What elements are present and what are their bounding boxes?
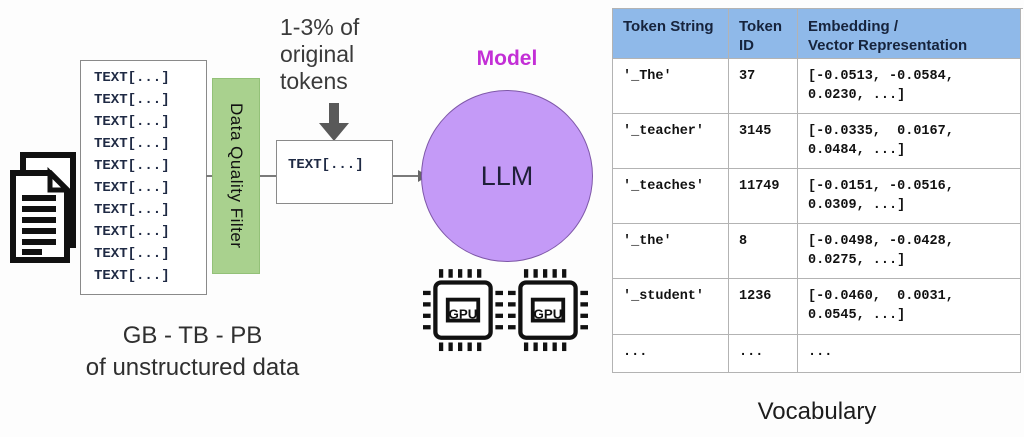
down-arrow-icon (319, 103, 349, 141)
table-cell-id: ... (729, 335, 798, 373)
table-cell-embedding: ... (798, 335, 1021, 373)
gpu-chip-icon: GPU (508, 269, 588, 352)
table-cell-id: 1236 (729, 279, 798, 335)
connector-line (206, 175, 213, 177)
gpu-chip-icon: GPU (423, 269, 503, 352)
raw-text-line: TEXT[...] (94, 114, 170, 130)
reduction-note: 1-3% of original tokens (280, 14, 360, 95)
raw-text-box: TEXT[...] TEXT[...] TEXT[...] TEXT[...] … (80, 60, 207, 295)
gpu-label: GPU (449, 306, 478, 321)
table-cell-token: '_teaches' (613, 169, 729, 224)
documents-icon (10, 152, 76, 263)
table-cell-embedding: [-0.0498, -0.0428, 0.0275, ...] (798, 224, 1021, 279)
model-label: Model (476, 47, 538, 70)
table-cell-embedding: [-0.0513, -0.0584, 0.0230, ...] (798, 59, 1021, 114)
filtered-text-box: TEXT[...] (276, 140, 393, 204)
table-cell-token: '_student' (613, 279, 729, 335)
table-cell-id: 3145 (729, 114, 798, 169)
raw-text-line: TEXT[...] (94, 268, 170, 284)
raw-text-line: TEXT[...] (94, 224, 170, 240)
column-header-token-string: Token String (613, 9, 729, 59)
table-cell-id: 8 (729, 224, 798, 279)
raw-text-line: TEXT[...] (94, 158, 170, 174)
table-cell-token: '_The' (613, 59, 729, 114)
gpu-label: GPU (534, 306, 563, 321)
vocabulary-table: Token String Token ID Embedding / Vector… (612, 8, 1023, 373)
connector-line (392, 175, 420, 177)
column-header-token-id: Token ID (729, 9, 798, 59)
column-header-embedding: Embedding / Vector Representation (798, 9, 1021, 59)
filtered-text-label: TEXT[...] (288, 157, 364, 173)
raw-text-line: TEXT[...] (94, 246, 170, 262)
raw-text-line: TEXT[...] (94, 70, 170, 86)
table-cell-token: ... (613, 335, 729, 373)
filter-label: Data Quality Filter (227, 103, 246, 249)
llm-circle: LLM (421, 90, 593, 262)
table-cell-token: '_teacher' (613, 114, 729, 169)
vocabulary-caption: Vocabulary (757, 398, 877, 425)
raw-text-line: TEXT[...] (94, 180, 170, 196)
connector-line (259, 175, 276, 177)
table-cell-embedding: [-0.0151, -0.0516, 0.0309, ...] (798, 169, 1021, 224)
table-cell-id: 37 (729, 59, 798, 114)
source-caption: GB - TB - PB of unstructured data (85, 322, 300, 382)
llm-label: LLM (480, 160, 534, 191)
data-quality-filter-bar: Data Quality Filter (212, 78, 260, 274)
table-cell-embedding: [-0.0335, 0.0167, 0.0484, ...] (798, 114, 1021, 169)
raw-text-line: TEXT[...] (94, 136, 170, 152)
table-cell-id: 11749 (729, 169, 798, 224)
table-cell-token: '_the' (613, 224, 729, 279)
table-cell-embedding: [-0.0460, 0.0031, 0.0545, ...] (798, 279, 1021, 335)
raw-text-line: TEXT[...] (94, 92, 170, 108)
raw-text-line: TEXT[...] (94, 202, 170, 218)
